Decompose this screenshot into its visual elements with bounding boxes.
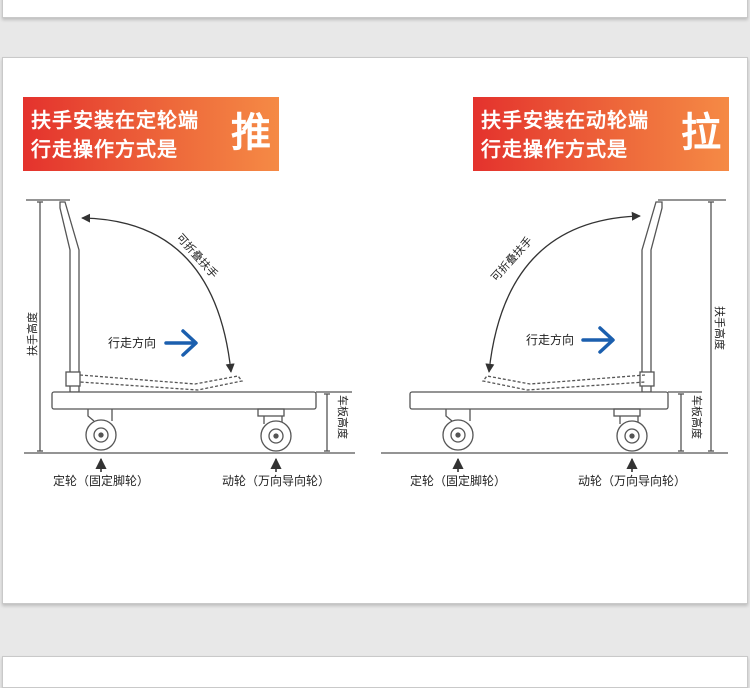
fixed-wheel <box>442 409 474 451</box>
banner-push-char: 推 <box>231 110 271 156</box>
direction-label-left: 行走方向 <box>108 335 156 350</box>
handle-height-label-left: 扶手高度 <box>25 312 39 356</box>
direction-arrow-left <box>164 329 198 357</box>
cart-diagram: 行走方向 可折叠扶手 扶手高度 车板高度 定轮（固定脚轮） 动轮（万向导向轮） <box>24 199 728 488</box>
left-cart <box>24 199 355 454</box>
fixed-wheel-label-right: 定轮（固定脚轮） <box>410 473 506 488</box>
banner-push: 扶手安装在定轮端 行走操作方式是 推 <box>23 97 279 171</box>
fold-arc <box>81 213 235 373</box>
right-cart <box>381 199 728 454</box>
handle-height-label-right: 扶手高度 <box>713 306 727 350</box>
foldable-label-left: 可折叠扶手 <box>174 231 221 281</box>
banner-push-line2: 行走操作方式是 <box>31 137 178 161</box>
top-card <box>2 0 748 18</box>
banner-pull: 扶手安装在动轮端 行走操作方式是 拉 <box>473 97 729 171</box>
handle <box>641 201 663 393</box>
direction-arrow-right <box>581 326 615 354</box>
bottom-card <box>2 656 748 688</box>
swivel-wheel-label-right: 动轮（万向导向轮） <box>578 473 686 488</box>
hinge <box>639 371 655 387</box>
left-pointer-arrows <box>95 457 282 472</box>
deck <box>409 391 669 410</box>
banner-pull-line1: 扶手安装在动轮端 <box>481 108 649 132</box>
swivel-wheel-label-left: 动轮（万向导向轮） <box>222 473 330 488</box>
fold-arc <box>485 211 641 373</box>
fixed-wheel-label-left: 定轮（固定脚轮） <box>53 473 149 488</box>
folded-handle <box>481 374 646 391</box>
hinge <box>65 371 81 387</box>
fixed-wheel <box>85 409 117 451</box>
folded-handle <box>79 374 244 391</box>
swivel-wheel <box>257 408 292 452</box>
right-pointer-arrows <box>452 457 638 472</box>
banner-pull-line2: 行走操作方式是 <box>481 137 628 161</box>
direction-label-right: 行走方向 <box>526 332 574 347</box>
banner-push-line1: 扶手安装在定轮端 <box>31 108 199 132</box>
deck <box>51 391 317 410</box>
deck-height-label-right: 车板高度 <box>690 395 704 439</box>
handle <box>59 201 80 393</box>
foldable-label-right: 可折叠扶手 <box>488 234 535 284</box>
deck-height-label-left: 车板高度 <box>336 395 350 439</box>
swivel-wheel <box>613 408 648 452</box>
banner-pull-char: 拉 <box>681 110 721 156</box>
